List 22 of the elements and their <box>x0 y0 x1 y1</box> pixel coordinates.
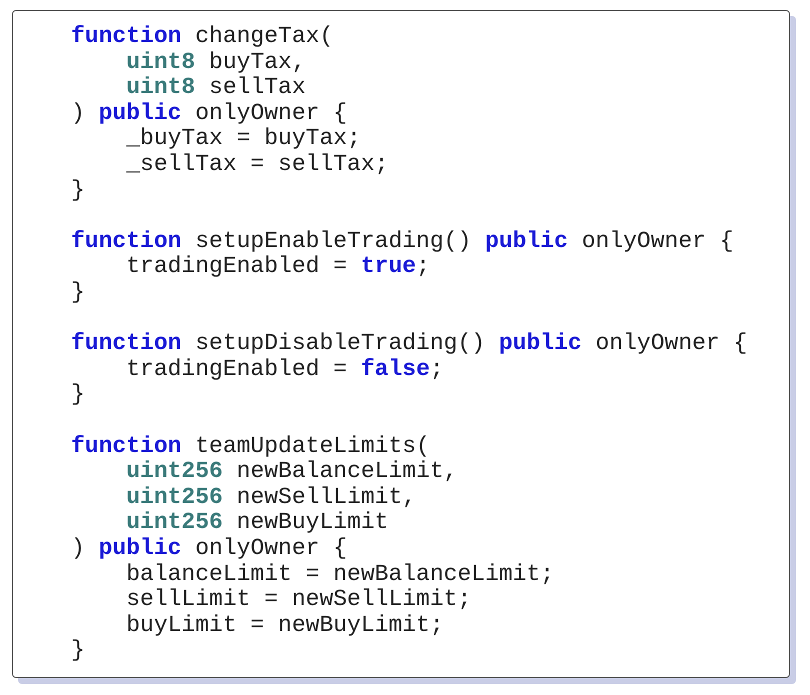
code-line: function teamUpdateLimits( <box>71 432 430 459</box>
code-line: function changeTax( <box>71 23 334 49</box>
code-line: } <box>71 381 85 408</box>
code-line: balanceLimit = newBalanceLimit; <box>125 560 554 587</box>
code-line: sellLimit = newSellLimit; <box>125 586 472 612</box>
code-line: _sellTax = sellTax; <box>125 151 388 177</box>
code-line: function setupDisableTrading() public onlyOwner { <box>71 330 748 356</box>
code-line: uint8 sellTax <box>125 74 306 100</box>
code-line: ) public onlyOwner { <box>71 100 348 126</box>
code-line: buyLimit = newBuyLimit; <box>125 612 444 638</box>
code-line: tradingEnabled = false; <box>125 356 444 382</box>
code-line: tradingEnabled = true; <box>125 253 430 280</box>
code-line: uint256 newBalanceLimit, <box>125 458 458 484</box>
code-line: } <box>71 176 85 203</box>
code-line: function setupEnableTrading() public onlyOwner { <box>71 228 734 254</box>
code-line: } <box>71 637 85 664</box>
code-line: uint8 buyTax, <box>125 48 306 75</box>
code-line: uint256 newBuyLimit <box>125 509 388 536</box>
code-line: ) public onlyOwner { <box>71 535 348 561</box>
code-line: uint256 newSellLimit, <box>125 484 416 510</box>
code-line: _buyTax = buyTax; <box>125 125 361 152</box>
code-line: } <box>71 279 85 305</box>
